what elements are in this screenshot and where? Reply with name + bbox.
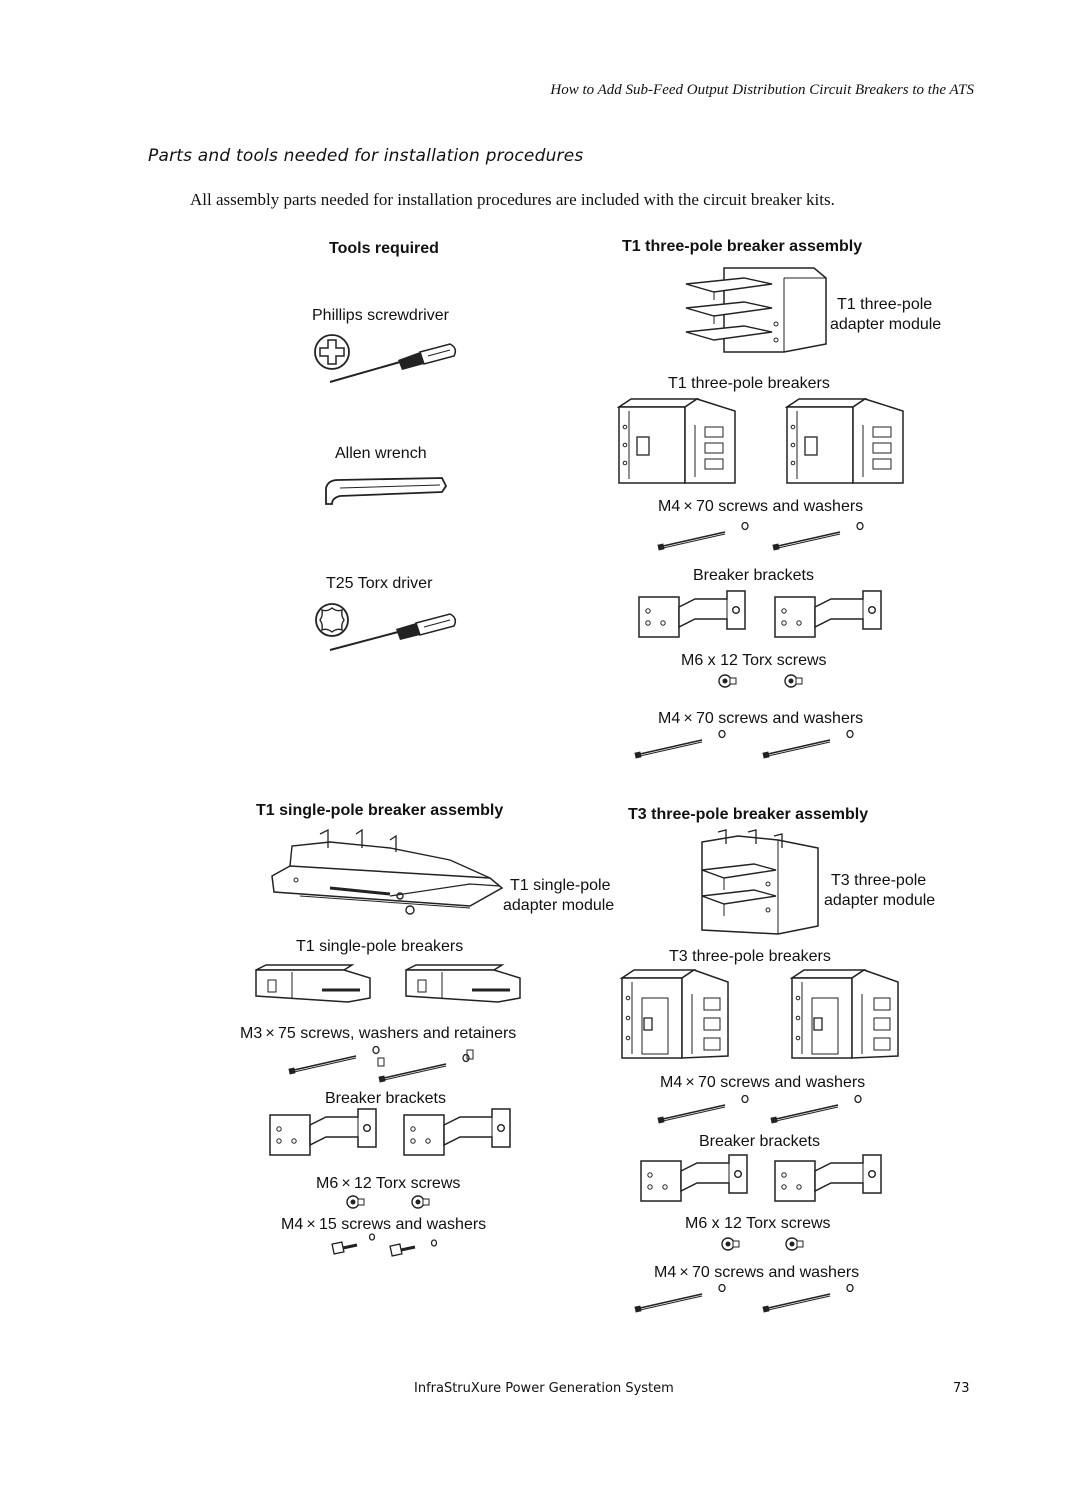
phillips-screwdriver-icon bbox=[310, 332, 460, 388]
long-screw-icon bbox=[760, 730, 860, 760]
long-screw-icon bbox=[655, 522, 755, 552]
t1-single-pole-breaker-icon bbox=[252, 964, 372, 1004]
retainer-icon bbox=[376, 1056, 400, 1068]
breaker-bracket-icon bbox=[268, 1107, 378, 1157]
t1-single-pole-breaker-icon bbox=[402, 964, 522, 1004]
allen-wrench-label: Allen wrench bbox=[335, 445, 427, 462]
t3-three-pole-screws-label: M4 × 70 screws and washers bbox=[660, 1074, 866, 1091]
t1-three-pole-adapter-label-2: adapter module bbox=[830, 316, 942, 333]
long-screw-icon bbox=[655, 1095, 755, 1125]
t1-three-pole-adapter-module bbox=[684, 264, 828, 356]
long-screw-icon bbox=[770, 522, 870, 552]
t3-three-pole-adapter-label-2: adapter module bbox=[824, 892, 936, 909]
torx-driver-label: T25 Torx driver bbox=[326, 575, 433, 592]
torx-screw-icon bbox=[784, 1234, 804, 1254]
t1-single-pole-breakers-label: T1 single-pole breakers bbox=[296, 938, 464, 955]
retainer-icon bbox=[465, 1048, 477, 1062]
t3-three-pole-brackets-label: Breaker brackets bbox=[699, 1133, 820, 1150]
t1-three-pole-breakers-label: T1 three-pole breakers bbox=[668, 375, 830, 392]
intro-paragraph: All assembly parts needed for installati… bbox=[190, 190, 835, 209]
torx-screw-icon bbox=[783, 671, 803, 691]
t1-single-pole-screws-2-label: M4 × 15 screws and washers bbox=[281, 1216, 487, 1233]
phillips-screwdriver-label: Phillips screwdriver bbox=[312, 307, 449, 324]
section-title: Parts and tools needed for installation … bbox=[148, 146, 584, 166]
t3-three-pole-breaker-icon bbox=[790, 968, 900, 1060]
t3-three-pole-adapter-label-1: T3 three-pole bbox=[831, 872, 927, 889]
t1-three-pole-heading: T1 three-pole breaker assembly bbox=[622, 238, 863, 255]
long-screw-icon bbox=[286, 1046, 386, 1076]
breaker-bracket-icon bbox=[639, 1153, 749, 1203]
breaker-bracket-icon bbox=[402, 1107, 512, 1157]
long-screw-icon bbox=[632, 1284, 732, 1314]
t1-three-pole-brackets-label: Breaker brackets bbox=[693, 567, 814, 584]
long-screw-icon bbox=[376, 1054, 476, 1084]
t1-single-pole-adapter-label-2: adapter module bbox=[503, 897, 615, 914]
t1-three-pole-breaker-icon bbox=[617, 397, 737, 487]
torx-driver-icon bbox=[312, 600, 462, 656]
t1-single-pole-brackets-label: Breaker brackets bbox=[325, 1090, 446, 1107]
breaker-bracket-icon bbox=[773, 589, 883, 639]
running-header: How to Add Sub-Feed Output Distribution … bbox=[550, 82, 974, 98]
t1-three-pole-screws-2-label: M4 × 70 screws and washers bbox=[658, 710, 864, 727]
t1-single-pole-adapter-label-1: T1 single-pole bbox=[510, 877, 611, 894]
torx-screw-icon bbox=[720, 1234, 740, 1254]
t3-three-pole-adapter-module bbox=[698, 830, 822, 940]
t1-three-pole-adapter-label-1: T1 three-pole bbox=[837, 296, 933, 313]
tools-heading: Tools required bbox=[329, 240, 439, 257]
t3-three-pole-breakers-label: T3 three-pole breakers bbox=[669, 948, 831, 965]
long-screw-icon bbox=[632, 730, 732, 760]
breaker-bracket-icon bbox=[773, 1153, 883, 1203]
t3-three-pole-torx-label: M6 x 12 Torx screws bbox=[685, 1215, 831, 1232]
t3-three-pole-heading: T3 three-pole breaker assembly bbox=[628, 806, 869, 823]
t1-single-pole-screws-label: M3 × 75 screws, washers and retainers bbox=[240, 1025, 517, 1042]
long-screw-icon bbox=[760, 1284, 860, 1314]
page-number: 73 bbox=[953, 1381, 970, 1396]
t1-three-pole-torx-label: M6 x 12 Torx screws bbox=[681, 652, 827, 669]
torx-screw-icon bbox=[410, 1192, 430, 1212]
allen-wrench-icon bbox=[322, 474, 450, 510]
t3-three-pole-screws-2-label: M4 × 70 screws and washers bbox=[654, 1264, 860, 1281]
t3-three-pole-breaker-icon bbox=[620, 968, 730, 1060]
short-screw-icon bbox=[331, 1233, 441, 1257]
t1-single-pole-heading: T1 single-pole breaker assembly bbox=[256, 802, 504, 819]
long-screw-icon bbox=[768, 1095, 868, 1125]
t1-single-pole-adapter-module bbox=[270, 826, 506, 922]
breaker-bracket-icon bbox=[637, 589, 747, 639]
t1-single-pole-torx-label: M6 × 12 Torx screws bbox=[316, 1175, 461, 1192]
torx-screw-icon bbox=[345, 1192, 365, 1212]
footer-product: InfraStruXure Power Generation System bbox=[414, 1381, 674, 1396]
t1-three-pole-breaker-icon bbox=[785, 397, 905, 487]
torx-screw-icon bbox=[717, 671, 737, 691]
t1-three-pole-screws-label: M4 × 70 screws and washers bbox=[658, 498, 864, 515]
